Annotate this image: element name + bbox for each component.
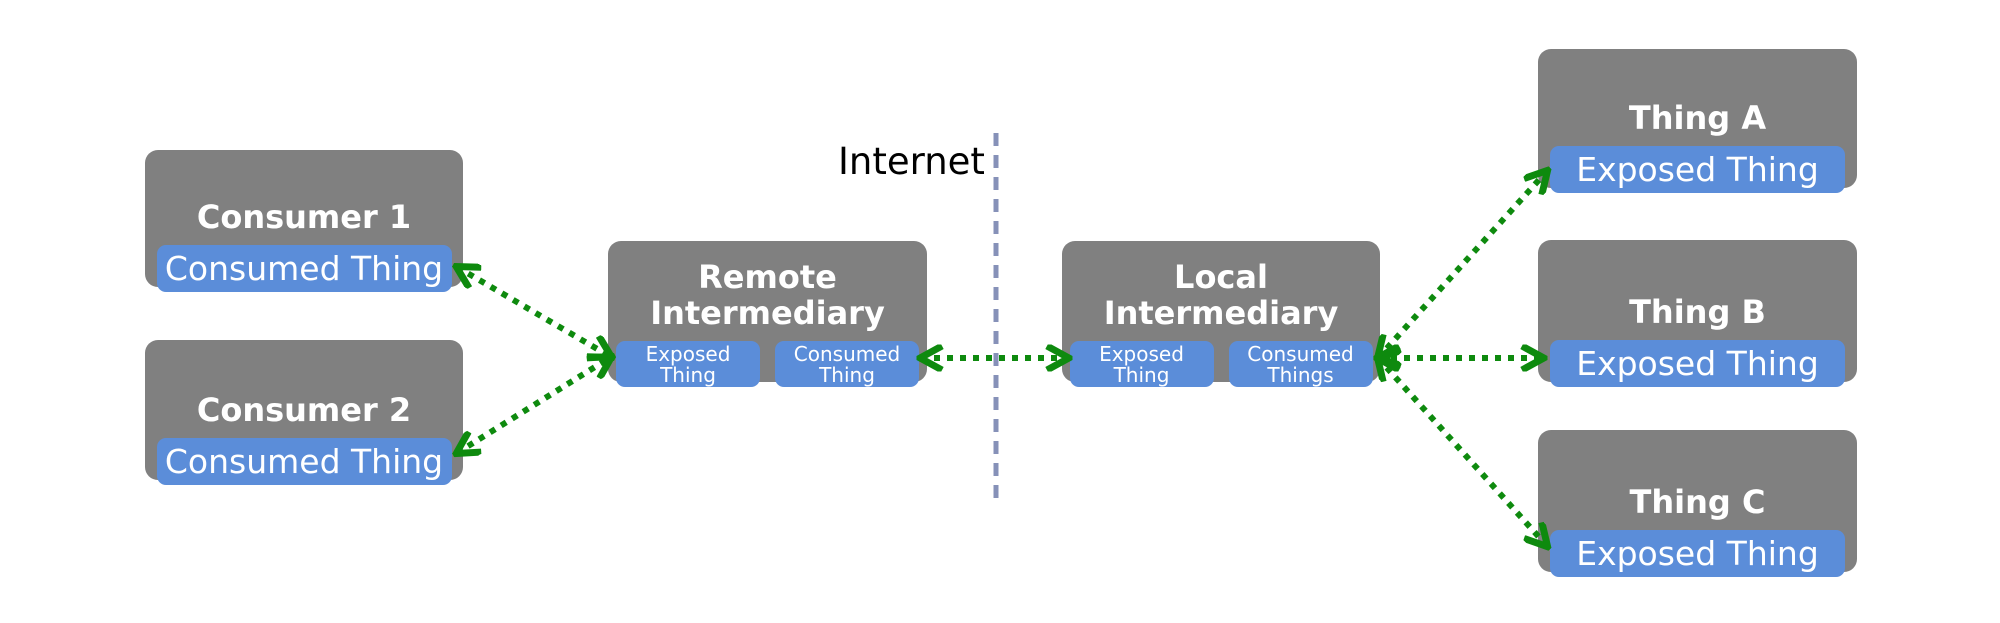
exposed-thing-chip: Exposed Thing [616,341,760,387]
thing-row: Consumed Thing [156,245,452,292]
node-local-intermediary: Local Intermediary Exposed Thing Consume… [1062,241,1380,387]
node-thing-c: Thing C Exposed Thing [1538,430,1857,577]
internet-label: Internet [838,140,985,183]
exposed-thing-chip: Exposed Thing [1550,530,1845,577]
node-thing-a: Thing A Exposed Thing [1538,49,1857,193]
node-title: Thing B [1629,293,1766,332]
node-consumer-2: Consumer 2 Consumed Thing [145,340,463,485]
thing-row: Consumed Thing [156,438,452,485]
node-title: Remote Intermediary [650,258,885,333]
node-title: Consumer 2 [196,391,412,430]
node-title: Local Intermediary [1103,258,1339,333]
node-title: Consumer 1 [196,198,412,237]
exposed-thing-chip: Exposed Thing [1550,340,1845,387]
arrow-local-intermediary.consumed-things--thing-c.exposed-thing [1378,358,1547,546]
thing-row: Exposed Thing [1550,146,1845,193]
exposed-thing-chip: Exposed Thing [1550,146,1845,193]
node-title: Thing C [1629,483,1766,522]
arrow-consumer-2.consumed-thing--remote-intermediary.exposed-thing [457,357,611,453]
node-remote-intermediary: Remote Intermediary Exposed Thing Consum… [608,241,927,387]
arrow-consumer-1.consumed-thing--remote-intermediary.exposed-thing [457,267,611,357]
arrow-local-intermediary.consumed-things--thing-a.exposed-thing [1378,171,1547,358]
thing-row: Exposed Thing Consumed Things [1069,341,1373,387]
consumed-thing-chip: Consumed Thing [775,341,919,387]
node-title: Thing A [1628,99,1767,138]
node-thing-b: Thing B Exposed Thing [1538,240,1857,387]
thing-row: Exposed Thing [1550,530,1845,577]
thing-row: Exposed Thing Consumed Thing [616,341,919,387]
consumed-thing-chip: Consumed Thing [156,438,452,485]
consumed-thing-chip: Consumed Thing [156,245,452,292]
node-consumer-1: Consumer 1 Consumed Thing [145,150,463,292]
exposed-thing-chip: Exposed Thing [1069,341,1214,387]
thing-row: Exposed Thing [1550,340,1845,387]
consumed-things-chip: Consumed Things [1228,341,1373,387]
